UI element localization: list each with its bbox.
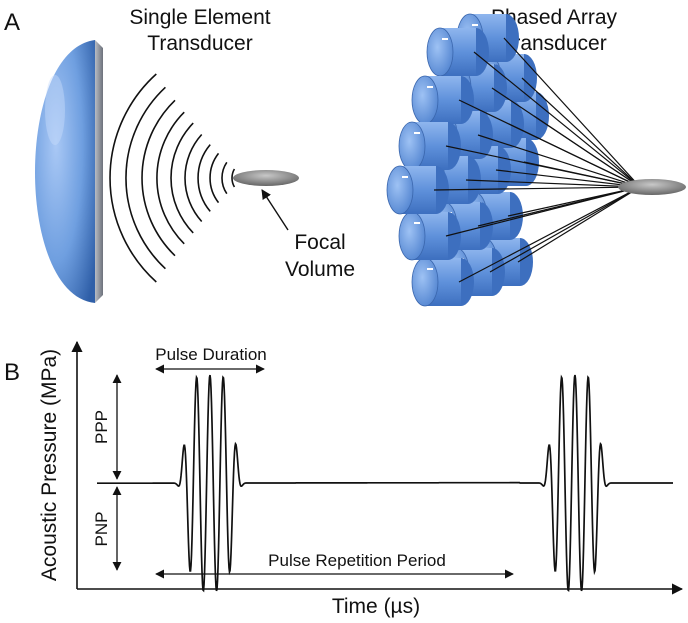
beam-line	[495, 169, 641, 188]
wavefronts	[109, 73, 236, 283]
array-element	[411, 257, 474, 307]
wavefront-arc	[209, 152, 220, 204]
beam-line	[517, 186, 641, 263]
single-transducer-title-line1: Single Element	[129, 6, 270, 29]
beam-line	[533, 115, 641, 188]
array-element	[411, 75, 474, 125]
pressure-waveform	[97, 374, 673, 593]
single-element-transducer	[35, 40, 103, 303]
phased-array-beam-lines	[433, 37, 641, 283]
beam-line	[508, 123, 641, 188]
wavefront-arc	[170, 122, 194, 234]
prp-label: Pulse Repetition Period	[268, 551, 446, 570]
focal-volume-arrow	[261, 189, 289, 231]
beam-line	[477, 134, 641, 188]
phased-array-transducer	[386, 13, 549, 307]
wavefront-arc	[125, 86, 166, 270]
wavefront-arc	[221, 161, 228, 195]
beam-line	[458, 186, 641, 283]
focal-label-line2: Volume	[285, 258, 355, 281]
wavefront-arc	[231, 168, 236, 188]
wavefront-arc	[109, 73, 157, 283]
beam-line	[503, 37, 641, 188]
phased-array-title-line2: Transducer	[501, 32, 606, 55]
wavefront-arc	[184, 133, 203, 223]
ppp-label: PPP	[92, 410, 111, 444]
focal-label-line1: Focal	[294, 231, 345, 254]
beam-line	[523, 161, 641, 188]
focal-volume-single	[233, 170, 299, 186]
pulse-duration-label: Pulse Duration	[155, 345, 267, 364]
beam-line	[465, 179, 641, 188]
single-transducer-title-line2: Transducer	[147, 32, 252, 55]
wavefront-arc	[141, 99, 176, 257]
panel-a-letter: A	[4, 9, 20, 36]
beam-line	[433, 186, 641, 191]
array-element	[398, 121, 461, 171]
beam-line	[489, 186, 641, 273]
panel-b-letter: B	[4, 359, 20, 386]
array-element	[398, 211, 461, 261]
wavefront-arc	[197, 144, 211, 212]
focal-volume-phased	[618, 179, 686, 195]
array-element	[426, 27, 489, 77]
y-axis-label: Acoustic Pressure (MPa)	[38, 349, 61, 581]
beam-line	[507, 186, 641, 217]
beam-line	[473, 51, 641, 188]
pnp-label: PNP	[92, 512, 111, 547]
beam-line	[521, 77, 641, 188]
wavefront-arc	[156, 111, 185, 245]
phased-array-title-line1: Phased Array	[491, 6, 618, 29]
x-axis-label: Time (µs)	[332, 595, 420, 618]
